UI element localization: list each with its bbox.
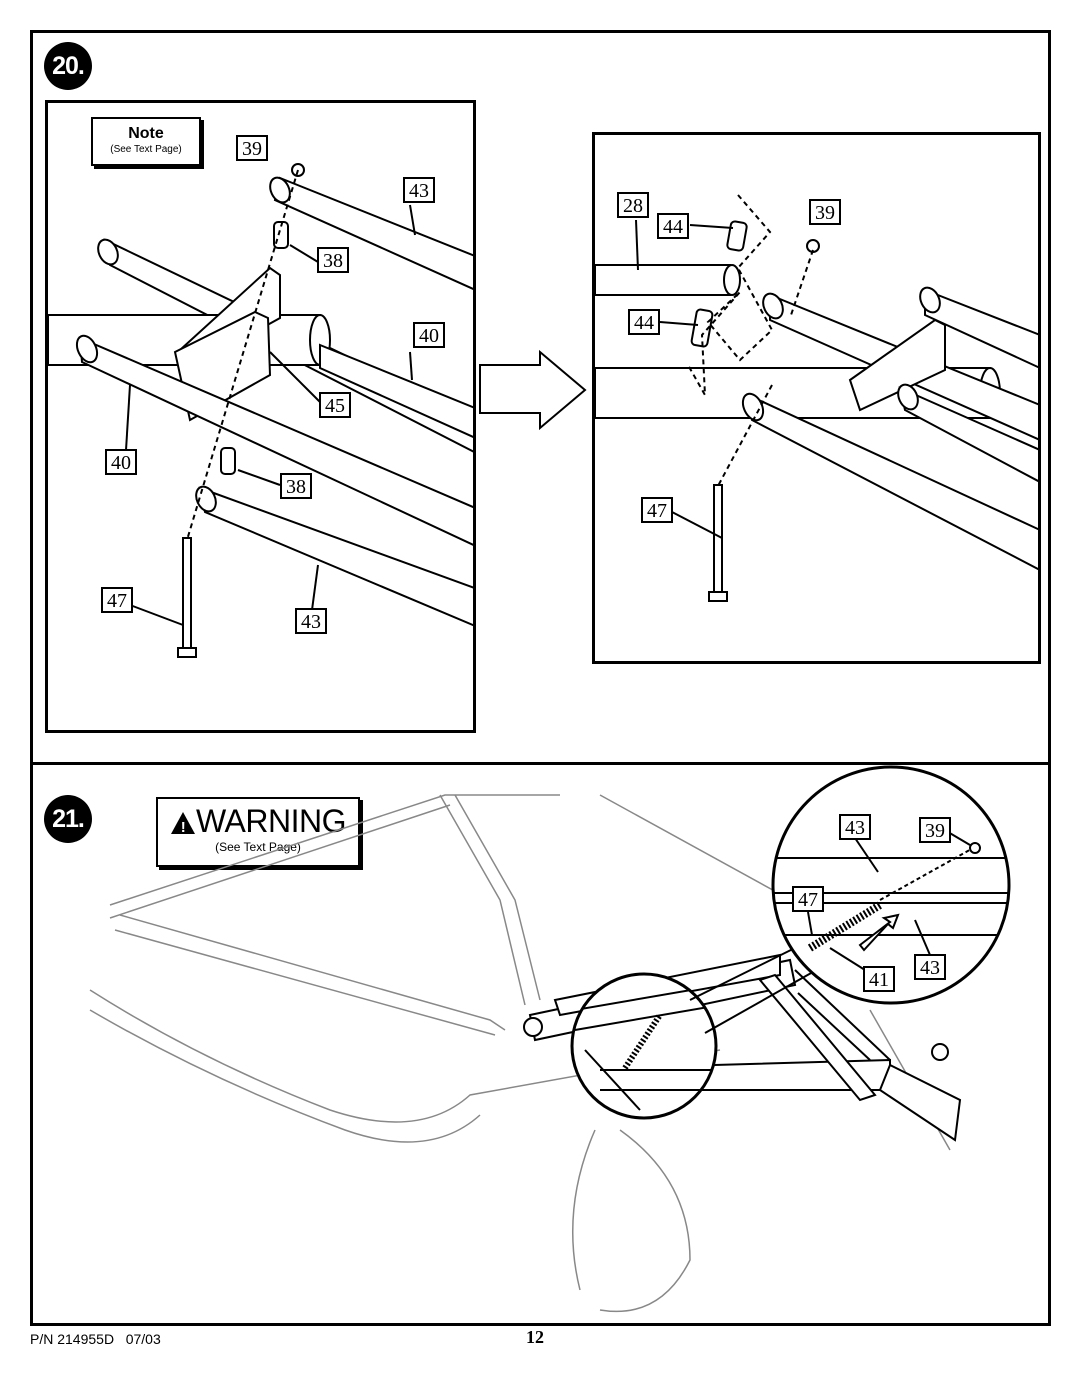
step-20-badge: 20.	[44, 42, 92, 90]
warning-box: ! WARNING (See Text Page)	[156, 797, 360, 867]
callout-44-lower: 44	[628, 309, 660, 335]
step-20-right-panel	[592, 132, 1041, 664]
warning-title: ! WARNING	[158, 803, 358, 840]
page-frame	[30, 30, 1051, 1326]
step-21-callouts: 43 39 47 43 41	[792, 814, 971, 992]
svg-text:47: 47	[647, 500, 667, 522]
callout-47-zoom: 47	[792, 886, 824, 912]
svg-text:28: 28	[623, 195, 643, 217]
svg-text:40: 40	[111, 452, 131, 474]
callout-47-left: 47	[101, 587, 133, 613]
svg-text:40: 40	[419, 325, 439, 347]
step-20-left-panel	[45, 100, 476, 733]
svg-text:47: 47	[798, 889, 818, 911]
note-title: Note	[128, 125, 164, 142]
callout-39-zoom: 39	[919, 817, 951, 843]
svg-text:44: 44	[663, 216, 683, 238]
page-number: 12	[526, 1327, 544, 1347]
svg-text:39: 39	[925, 820, 945, 842]
svg-text:45: 45	[325, 395, 345, 417]
callout-38-lower: 38	[280, 473, 312, 499]
callout-39-right: 39	[809, 199, 841, 225]
svg-text:43: 43	[301, 611, 321, 633]
section-divider	[30, 762, 1051, 765]
callout-28: 28	[617, 192, 649, 218]
callout-40-right: 40	[413, 322, 445, 348]
part-number: P/N 214955D 07/03	[30, 1331, 161, 1347]
callout-43-zoom-top: 43	[839, 814, 871, 840]
right-panel-parts	[595, 194, 1038, 602]
left-panel-callouts: 39 43 38 40 45 40 38 47 43	[101, 135, 445, 634]
callout-47-right: 47	[641, 497, 673, 523]
callout-43-lower: 43	[295, 608, 327, 634]
spring-detail-small	[570, 972, 718, 1120]
svg-text:43: 43	[845, 817, 865, 839]
transition-arrow-icon	[479, 349, 587, 431]
warning-triangle-icon: !	[171, 812, 196, 835]
note-subtitle: (See Text Page)	[110, 144, 182, 155]
warning-subtitle: (See Text Page)	[215, 840, 301, 854]
svg-text:38: 38	[286, 476, 306, 498]
svg-text:43: 43	[409, 180, 429, 202]
callout-39-left: 39	[236, 135, 268, 161]
left-panel-parts	[48, 163, 473, 658]
warning-word: WARNING	[196, 803, 346, 839]
svg-text:!: !	[181, 819, 186, 835]
callout-38-upper: 38	[317, 247, 349, 273]
step-21-frame-lineart	[89, 794, 951, 1313]
right-panel-callouts: 28 44 39 44 47	[617, 192, 841, 523]
callout-43-zoom-bottom: 43	[914, 954, 946, 980]
callout-40-left: 40	[105, 449, 137, 475]
svg-text:44: 44	[634, 312, 654, 334]
svg-text:39: 39	[815, 202, 835, 224]
svg-text:39: 39	[242, 138, 262, 160]
svg-text:38: 38	[323, 250, 343, 272]
svg-text:41: 41	[869, 969, 889, 991]
callout-43-upper: 43	[403, 177, 435, 203]
svg-text:43: 43	[920, 957, 940, 979]
svg-text:47: 47	[107, 590, 127, 612]
note-box: Note (See Text Page)	[91, 117, 201, 166]
step-21-badge: 21.	[44, 795, 92, 843]
callout-44-upper: 44	[657, 213, 689, 239]
callout-45: 45	[319, 392, 351, 418]
callout-41: 41	[863, 966, 895, 992]
